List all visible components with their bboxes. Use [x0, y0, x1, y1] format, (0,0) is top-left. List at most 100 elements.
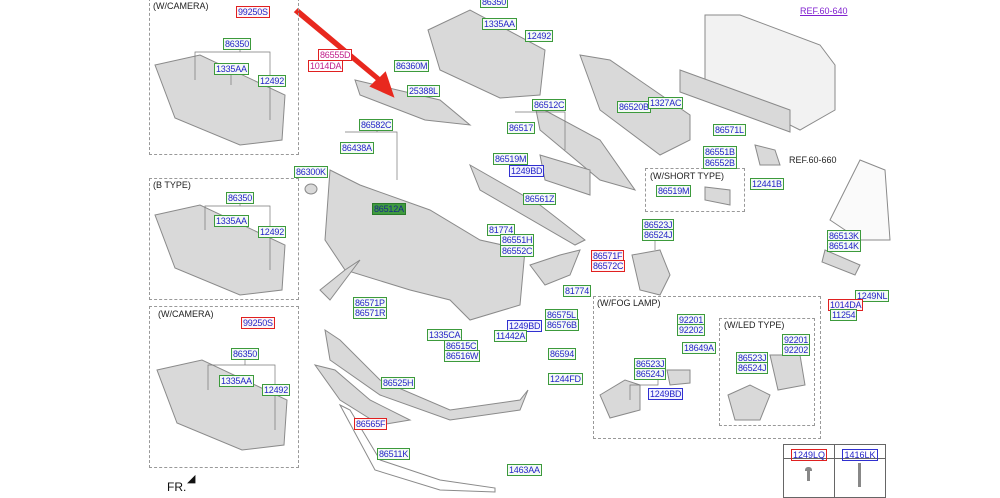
part-label-18649a[interactable]: 18649A — [682, 342, 716, 354]
group-camera-bottom — [149, 306, 299, 468]
lower-skirt — [324, 328, 529, 421]
led-cover — [727, 384, 771, 421]
fog-lamp — [666, 369, 691, 386]
part-label-86516w[interactable]: 86516W — [444, 350, 481, 362]
lower-trim — [313, 364, 412, 426]
part-label-86438a[interactable]: 86438A — [340, 142, 374, 154]
part-label-86552c[interactable]: 86552C — [500, 245, 535, 257]
part-label-86582c[interactable]: 86582C — [359, 119, 394, 131]
part-label-92202[interactable]: 92202 — [677, 324, 706, 336]
part-label-12492[interactable]: 12492 — [262, 384, 291, 396]
part-label-86561z[interactable]: 86561Z — [523, 193, 557, 205]
part-label-86350[interactable]: 86350 — [223, 38, 252, 50]
part-label-86350[interactable]: 86350 — [231, 348, 260, 360]
group-title: (B TYPE) — [153, 180, 191, 191]
part-label-99250s[interactable]: 99250S — [241, 317, 275, 329]
part-label-92202[interactable]: 92202 — [782, 344, 811, 356]
part-label-86512a[interactable]: 86512A — [372, 203, 406, 215]
ref-link-60-640[interactable]: REF.60-640 — [800, 6, 848, 16]
part-label-86360m[interactable]: 86360M — [394, 60, 430, 72]
part-label-86520b[interactable]: 86520B — [617, 101, 651, 113]
fastener-code[interactable]: 1249LQ — [790, 449, 828, 461]
group-title: (W/LED TYPE) — [724, 320, 785, 331]
part-label-99250s[interactable]: 99250S — [236, 6, 270, 18]
part-label-1335aa[interactable]: 1335AA — [214, 215, 249, 227]
part-label-1327ac[interactable]: 1327AC — [648, 97, 684, 109]
part-label-81774[interactable]: 81774 — [563, 285, 592, 297]
group-led-type — [719, 318, 815, 426]
part-label-86572c[interactable]: 86572C — [591, 260, 626, 272]
part-label-12441b[interactable]: 12441B — [750, 178, 784, 190]
part-label-86350[interactable]: 86350 — [226, 192, 255, 204]
part-label-1335aa[interactable]: 1335AA — [482, 18, 517, 30]
side-bracket — [821, 249, 861, 276]
part-label-86524j[interactable]: 86524J — [634, 368, 667, 380]
red-arrow — [293, 7, 395, 98]
part-label-1014da[interactable]: 1014DA — [308, 60, 344, 72]
front-indicator: FR. ◢ — [167, 473, 195, 494]
part-label-86576b[interactable]: 86576B — [545, 319, 579, 331]
part-label-86565f[interactable]: 86565F — [354, 418, 388, 430]
rivet-icon — [858, 463, 861, 487]
part-label-1249bd[interactable]: 1249BD — [648, 388, 684, 400]
part-label-86594[interactable]: 86594 — [548, 348, 577, 360]
part-label-12492[interactable]: 12492 — [525, 30, 554, 42]
part-label-86524j[interactable]: 86524J — [736, 362, 769, 374]
part-label-86524j[interactable]: 86524J — [642, 229, 675, 241]
grille-camera-top — [154, 54, 286, 146]
ref-label-60-660: REF.60-660 — [789, 155, 837, 165]
part-label-86514k[interactable]: 86514K — [827, 240, 861, 252]
crash-beam — [679, 69, 791, 133]
part-label-86525h[interactable]: 86525H — [381, 377, 416, 389]
group-b-type — [149, 178, 299, 300]
group-title: (W/FOG LAMP) — [597, 298, 661, 309]
short-plate — [704, 186, 731, 206]
group-title: (W/CAMERA) — [153, 1, 209, 12]
part-label-86552b[interactable]: 86552B — [703, 157, 737, 169]
screw-icon — [805, 467, 812, 471]
part-label-86523j[interactable]: 86523J — [736, 352, 769, 364]
fastener-code[interactable]: 1416LK — [842, 449, 878, 461]
part-label-12492[interactable]: 12492 — [258, 75, 287, 87]
group-short-type — [645, 168, 745, 212]
fastener-col: 1416LK — [835, 445, 885, 497]
grille-b-type — [154, 204, 286, 296]
part-label-1463aa[interactable]: 1463AA — [507, 464, 542, 476]
part-label-86519m[interactable]: 86519M — [656, 185, 692, 197]
part-label-86511k[interactable]: 86511K — [377, 448, 411, 460]
group-title: (W/CAMERA) — [158, 309, 214, 320]
part-label-11442a[interactable]: 11442A — [494, 330, 528, 342]
part-label-12492[interactable]: 12492 — [258, 226, 287, 238]
side-molding — [529, 249, 581, 286]
front-label: FR. — [167, 480, 187, 494]
part-label-86571l[interactable]: 86571L — [713, 124, 746, 136]
part-label-25388l[interactable]: 25388L — [407, 85, 440, 97]
part-label-86512c[interactable]: 86512C — [532, 99, 567, 111]
group-title: (W/SHORT TYPE) — [650, 171, 725, 182]
part-label-1335aa[interactable]: 1335AA — [214, 63, 249, 75]
part-label-1244fd[interactable]: 1244FD — [548, 373, 583, 385]
screw-shank — [807, 471, 810, 481]
part-label-1249nl[interactable]: 1249NL — [855, 290, 890, 302]
part-label-11254[interactable]: 11254 — [830, 309, 858, 321]
fastener-col: 1249LQ — [784, 445, 835, 497]
part-label-86517[interactable]: 86517 — [507, 122, 536, 134]
mount-bracket — [754, 144, 781, 166]
fog-cover — [631, 249, 671, 296]
part-label-1249bd[interactable]: 1249BD — [509, 165, 545, 177]
part-label-1335aa[interactable]: 1335AA — [219, 375, 254, 387]
group-fog-lamp — [593, 296, 821, 439]
part-label-86519m[interactable]: 86519M — [493, 153, 529, 165]
part-label-92201[interactable]: 92201 — [782, 334, 811, 346]
group-camera-top — [149, 0, 299, 155]
part-label-86300k[interactable]: 86300K — [294, 166, 328, 178]
fender — [829, 159, 891, 241]
emblem — [304, 183, 318, 195]
part-label-86350[interactable]: 86350 — [480, 0, 509, 8]
side-strip — [319, 259, 361, 301]
bracket-upper — [534, 104, 637, 191]
part-label-86571r[interactable]: 86571R — [353, 307, 388, 319]
fastener-table: 1249LQ 1416LK — [783, 444, 886, 498]
